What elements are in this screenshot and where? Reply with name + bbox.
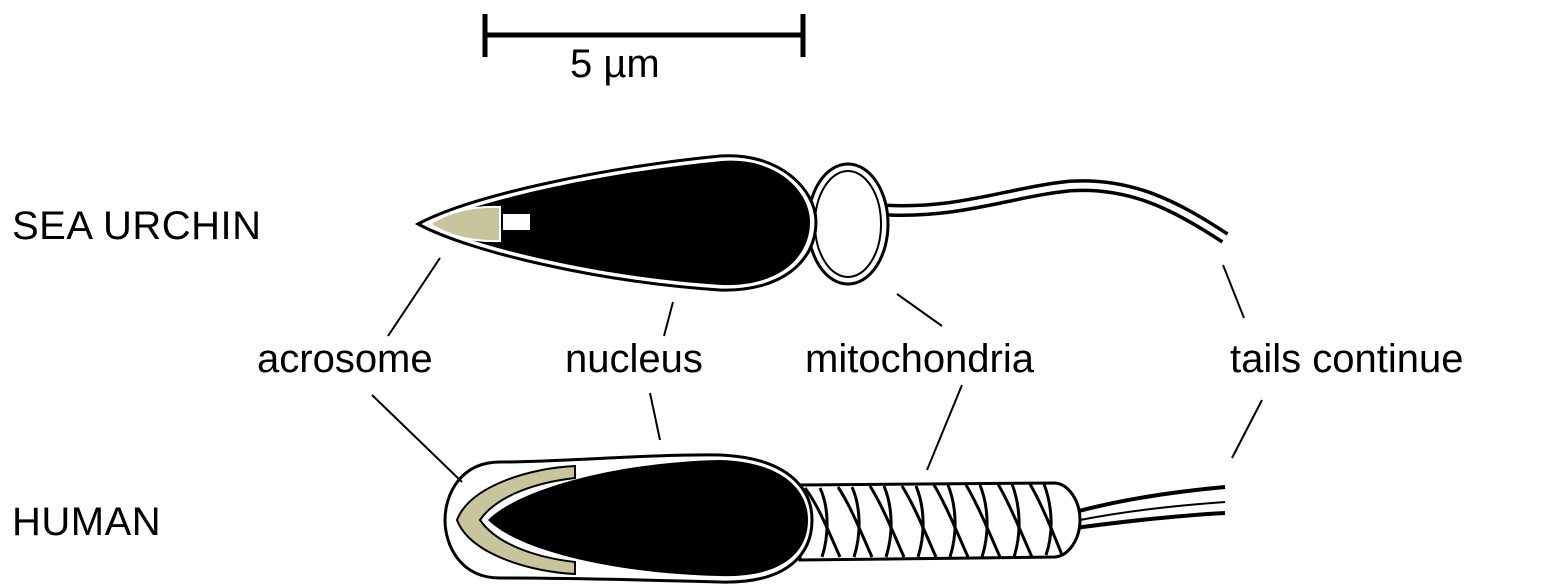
human-sperm (445, 455, 1225, 582)
label-tails-continue: tails continue (1230, 339, 1463, 379)
leader-acrosome-bottom (372, 395, 462, 482)
label-acrosome: acrosome (257, 339, 433, 379)
species-label-sea-urchin: SEA URCHIN (12, 206, 262, 246)
leader-tails-bottom (1232, 400, 1262, 458)
sea-urchin-sperm (418, 156, 1225, 290)
scale-bar-label: 5 µm (570, 44, 660, 84)
leader-mitochondria-bottom (927, 385, 962, 470)
leader-nucleus-bottom (650, 393, 660, 440)
leader-nucleus-top (664, 302, 673, 336)
label-nucleus: nucleus (565, 339, 703, 379)
leader-mitochondria-top (897, 294, 942, 326)
leader-acrosome-top (388, 258, 440, 336)
leader-tails-top (1223, 265, 1244, 318)
sea-urchin-mitochondrion (808, 164, 888, 284)
species-label-human: HUMAN (12, 502, 161, 542)
label-mitochondria: mitochondria (805, 339, 1034, 379)
